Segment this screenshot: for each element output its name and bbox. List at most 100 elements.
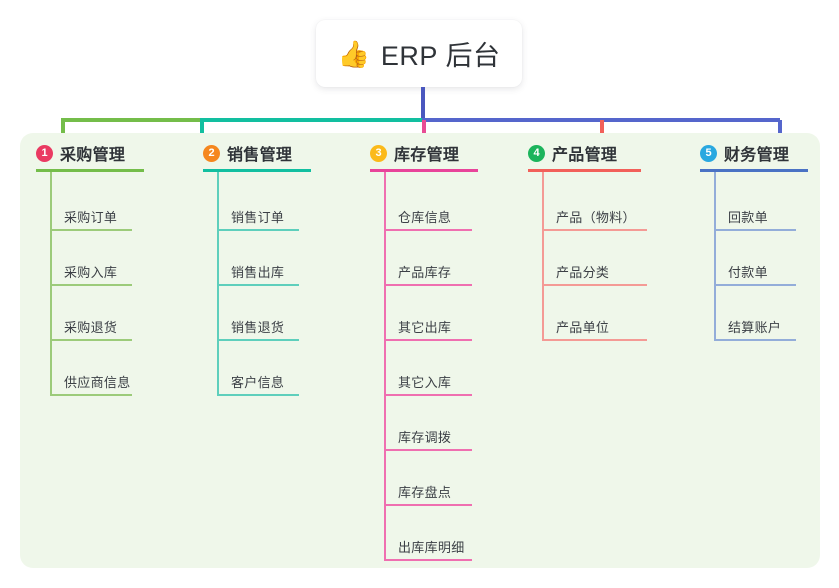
branch-header-rule (700, 169, 808, 172)
branch-item-label: 其它入库 (398, 375, 452, 390)
branch-item[interactable]: 回款单 (714, 207, 796, 231)
branch-item-label: 采购入库 (64, 265, 118, 280)
branch-item[interactable]: 仓库信息 (384, 207, 472, 231)
branch-item-rule (384, 229, 472, 231)
branch-item[interactable]: 产品分类 (542, 262, 647, 286)
branch-item[interactable]: 库存盘点 (384, 482, 472, 506)
branch-item-label: 销售退货 (231, 320, 285, 335)
drop-purchase (61, 120, 65, 142)
branch-header-rule (370, 169, 478, 172)
branch-item[interactable]: 销售出库 (217, 262, 299, 286)
branch-item[interactable]: 其它出库 (384, 317, 472, 341)
teal-segment (200, 118, 422, 122)
branch-item-label: 回款单 (728, 210, 768, 225)
branch-item[interactable]: 库存调拨 (384, 427, 472, 451)
branch-item-label: 出库库明细 (398, 540, 465, 555)
branch-number-badge: 5 (700, 144, 717, 162)
branch-item-rule (384, 559, 472, 561)
branch-item-rule (384, 339, 472, 341)
branch-item-rule (50, 284, 132, 286)
branch-header-inventory[interactable]: 3 库存管理 (370, 141, 459, 165)
branch-item-label: 付款单 (728, 265, 768, 280)
branch-column-inventory: 3 库存管理仓库信息产品库存其它出库其它入库库存调拨库存盘点出库库明细 (370, 133, 508, 568)
branch-item-rule (714, 229, 796, 231)
branch-item-label: 库存盘点 (398, 485, 452, 500)
branch-title: 产品管理 (552, 147, 618, 164)
branch-title: 采购管理 (60, 147, 126, 164)
branch-item-rule (50, 339, 132, 341)
branch-item-rule (384, 504, 472, 506)
branch-item[interactable]: 出库库明细 (384, 537, 472, 561)
branch-item-rule (384, 394, 472, 396)
branch-number-badge: 3 (370, 144, 387, 162)
branch-item[interactable]: 结算账户 (714, 317, 796, 341)
branch-item-rule (384, 449, 472, 451)
branch-item-label: 采购订单 (64, 210, 118, 225)
root-title: ERP 后台 (380, 41, 501, 71)
branch-item-label: 产品分类 (556, 265, 610, 280)
branch-item[interactable]: 采购订单 (50, 207, 132, 231)
branch-trunk-line (542, 172, 544, 339)
root-stem (421, 87, 425, 122)
branch-header-rule (528, 169, 641, 172)
branch-header-product[interactable]: 4 产品管理 (528, 141, 617, 165)
branch-item-label: 销售订单 (231, 210, 285, 225)
branch-item-rule (50, 394, 132, 396)
branch-item-label: 仓库信息 (398, 210, 452, 225)
branch-column-sales: 2 销售管理销售订单销售出库销售退货客户信息 (203, 133, 341, 568)
branches-panel: 1 采购管理采购订单采购入库采购退货供应商信息 2 销售管理销售订单销售出库销售退货客… (20, 133, 820, 568)
drop-inventory (422, 120, 426, 142)
branch-number-badge: 2 (203, 144, 220, 162)
branch-item[interactable]: 产品库存 (384, 262, 472, 286)
branch-item[interactable]: 产品（物料） (542, 207, 647, 231)
branch-title: 库存管理 (394, 147, 460, 164)
branch-trunk-line (217, 172, 219, 394)
branch-item-rule (217, 229, 299, 231)
root-node[interactable]: 👍 ERP 后台 (316, 20, 522, 87)
branch-item[interactable]: 产品单位 (542, 317, 647, 341)
branch-item-rule (50, 229, 132, 231)
branch-item-rule (714, 284, 796, 286)
branch-item[interactable]: 客户信息 (217, 372, 299, 396)
branch-item-label: 采购退货 (64, 320, 118, 335)
branch-title: 财务管理 (724, 147, 790, 164)
branch-header-finance[interactable]: 5 财务管理 (700, 141, 789, 165)
branch-item[interactable]: 采购入库 (50, 262, 132, 286)
branch-item-label: 产品库存 (398, 265, 452, 280)
branch-item-rule (217, 339, 299, 341)
branch-item-rule (542, 229, 647, 231)
branch-item-label: 销售出库 (231, 265, 285, 280)
branch-item-rule (542, 284, 647, 286)
branch-item-label: 产品（物料） (556, 210, 636, 225)
branch-number-badge: 4 (528, 144, 545, 162)
branch-column-finance: 5 财务管理回款单付款单结算账户 (700, 133, 838, 568)
drop-sales (200, 120, 204, 142)
green-segment (61, 118, 200, 122)
branch-column-product: 4 产品管理产品（物料） 产品分类产品单位 (528, 133, 671, 568)
branch-item[interactable]: 采购退货 (50, 317, 132, 341)
drop-finance (778, 120, 782, 142)
branch-number-badge: 1 (36, 144, 53, 162)
thumbs-up-emoji: 👍 (337, 38, 370, 69)
branch-item-label: 产品单位 (556, 320, 610, 335)
branch-header-sales[interactable]: 2 销售管理 (203, 141, 292, 165)
branch-item-label: 供应商信息 (64, 375, 131, 390)
branch-trunk-line (714, 172, 716, 339)
branch-trunk-line (384, 172, 386, 559)
branch-item-rule (714, 339, 796, 341)
branch-item-label: 其它出库 (398, 320, 452, 335)
branch-header-purchase[interactable]: 1 采购管理 (36, 141, 125, 165)
branch-item[interactable]: 其它入库 (384, 372, 472, 396)
branch-item[interactable]: 销售退货 (217, 317, 299, 341)
branch-header-rule (203, 169, 311, 172)
branch-item-rule (217, 284, 299, 286)
branch-item-rule (217, 394, 299, 396)
branch-item[interactable]: 供应商信息 (50, 372, 132, 396)
branch-title: 销售管理 (227, 147, 293, 164)
branch-item-rule (384, 284, 472, 286)
branch-header-rule (36, 169, 144, 172)
branch-item[interactable]: 销售订单 (217, 207, 299, 231)
branch-item[interactable]: 付款单 (714, 262, 796, 286)
branch-item-label: 库存调拨 (398, 430, 452, 445)
